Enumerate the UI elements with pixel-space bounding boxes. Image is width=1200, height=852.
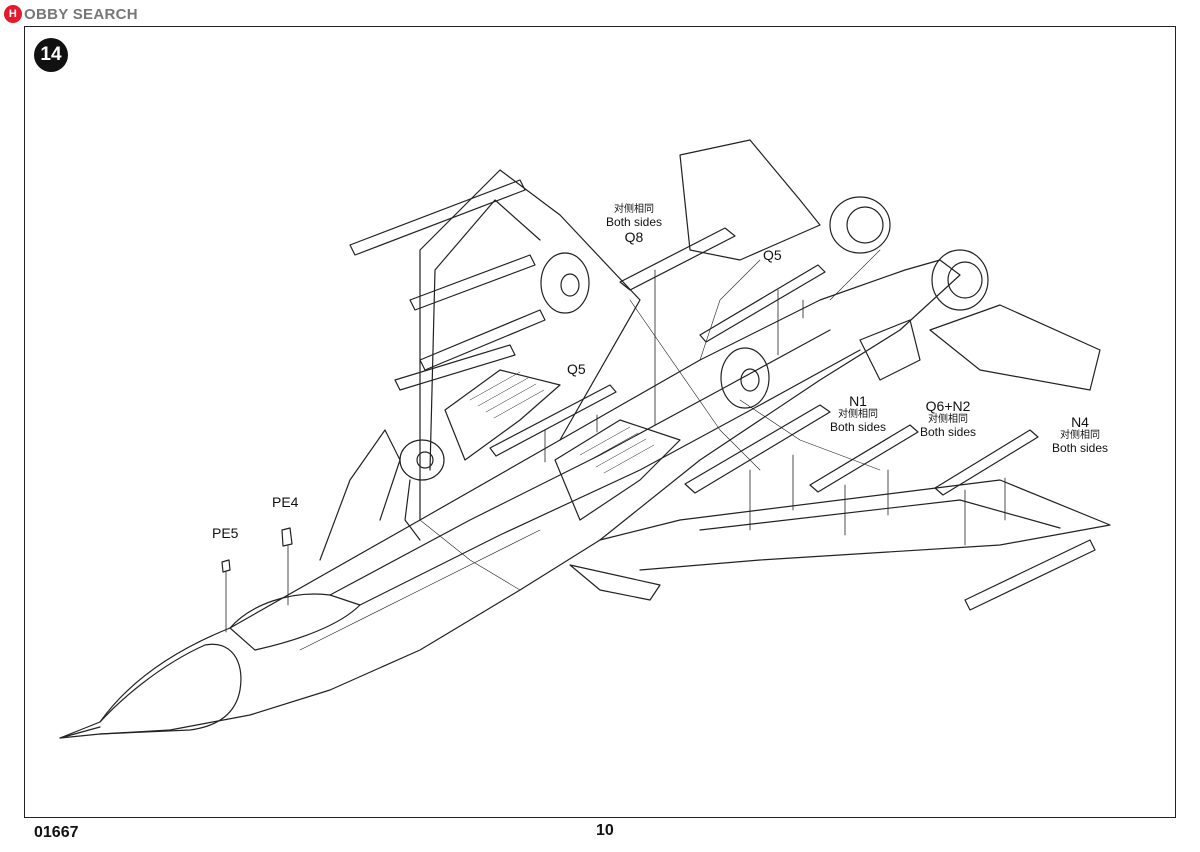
part-q5-top <box>700 265 825 342</box>
canopy <box>230 594 360 650</box>
spine-line-2 <box>360 350 860 605</box>
main-gear-wheel-right-hub <box>741 369 759 391</box>
label-n1-en: Both sides <box>830 419 887 434</box>
part-pe4 <box>282 528 292 546</box>
left-lerx <box>320 430 400 560</box>
label-q5-top-code: Q5 <box>763 247 782 263</box>
hobby-search-watermark: H OBBY SEARCH <box>4 4 138 24</box>
left-wing-missile-2 <box>410 255 535 310</box>
spine-line <box>330 330 830 595</box>
label-n1-cn: 对侧相同 <box>838 409 879 421</box>
vertical-tail-1 <box>680 140 820 260</box>
left-wing-missile-4 <box>395 345 515 390</box>
right-stabilizer <box>930 305 1100 390</box>
left-wing <box>420 170 640 520</box>
part-n4 <box>935 430 1038 495</box>
nose-cone <box>100 644 241 734</box>
watermark-logo: H <box>4 5 22 23</box>
label-q8: 对侧相同 Both sides Q8 <box>606 204 662 245</box>
part-n1 <box>685 405 830 493</box>
part-pe5 <box>222 560 230 572</box>
page-number: 10 <box>596 822 614 839</box>
label-n1-code: N1 <box>849 393 867 409</box>
label-pe5-code: PE5 <box>212 525 239 541</box>
label-q8-en: Both sides <box>606 214 663 229</box>
label-pe5: PE5 <box>212 525 238 541</box>
main-gear-wheel-left <box>541 253 589 313</box>
leader-lines <box>226 270 1005 632</box>
right-wingtip-missile <box>965 540 1095 610</box>
pitot-probe <box>60 727 100 738</box>
label-q8-cn: 对侧相同 <box>614 204 655 215</box>
label-n4: N4 对侧相同 Both sides <box>1052 414 1108 455</box>
engine-nozzle-1 <box>830 197 890 253</box>
right-wing-panel <box>700 500 1060 530</box>
part-q5-left <box>490 385 616 456</box>
label-q6n2: Q6+N2 对侧相同 Both sides <box>920 398 976 439</box>
right-intake <box>555 420 680 520</box>
label-q6n2-code: Q6+N2 <box>925 398 971 414</box>
label-n4-en: Both sides <box>1052 440 1109 455</box>
label-q5-left-code: Q5 <box>567 361 586 377</box>
engine-nozzle-2 <box>932 250 988 310</box>
step-number-badge: 14 <box>34 38 68 72</box>
panel-lines <box>300 250 880 650</box>
label-q8-code: Q8 <box>624 229 644 246</box>
label-q6n2-en: Both sides <box>920 424 977 439</box>
label-pe4-code: PE4 <box>272 494 299 510</box>
right-wing <box>600 480 1110 570</box>
engine-nozzle-2-inner <box>948 262 982 298</box>
nose-gear-wheel <box>400 440 444 480</box>
main-gear-wheel-left-hub <box>561 274 579 296</box>
lower-stabilizer <box>570 565 660 600</box>
part-q8 <box>620 228 735 290</box>
vertical-tail-2 <box>860 320 920 380</box>
label-n4-cn: 对侧相同 <box>1060 430 1101 442</box>
label-n1: N1 对侧相同 Both sides <box>830 393 886 434</box>
kit-number: 01667 <box>34 824 79 841</box>
page-frame <box>24 26 1176 818</box>
nose-gear-strut <box>405 480 420 540</box>
label-q5-left: Q5 <box>567 361 586 377</box>
part-q6n2 <box>810 425 918 492</box>
label-q6n2-cn: 对侧相同 <box>928 414 969 426</box>
main-gear-wheel-right <box>721 348 769 408</box>
left-intake <box>445 370 560 460</box>
label-n4-code: N4 <box>1071 414 1089 430</box>
intake-grille <box>470 372 654 473</box>
engine-nozzle-1-inner <box>847 207 883 243</box>
left-wing-missile-3 <box>420 310 545 370</box>
nose-gear-wheel-hub <box>417 452 433 468</box>
fuselage-outline <box>60 260 960 738</box>
left-wing-inner <box>430 200 540 470</box>
left-wing-missile-1 <box>350 180 525 255</box>
watermark-text: OBBY SEARCH <box>24 5 138 23</box>
label-q5-top: Q5 <box>763 247 782 263</box>
label-pe4: PE4 <box>272 494 298 510</box>
